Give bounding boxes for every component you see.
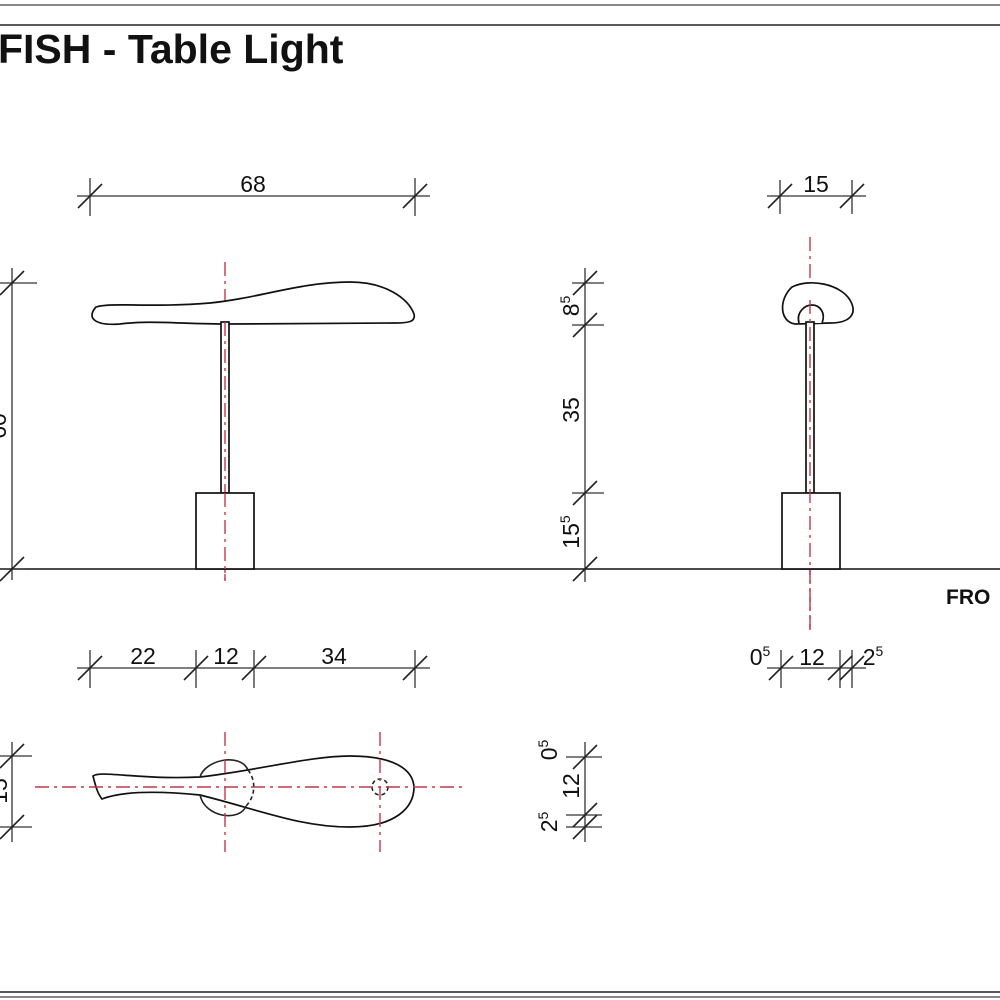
dim-label: 22 bbox=[130, 643, 156, 669]
plan-base-circle-lower bbox=[199, 794, 247, 817]
front-shade bbox=[91, 281, 416, 326]
dim-label: 05 bbox=[750, 643, 771, 670]
dim-label: 15 bbox=[0, 778, 12, 804]
drawing-title: FISH - Table Light bbox=[0, 26, 344, 72]
dim-side-bottom: 05 12 25 bbox=[750, 643, 884, 688]
dim-label: 12 bbox=[213, 643, 239, 669]
dim-front-width: 68 bbox=[77, 171, 430, 216]
dim-label: 68 bbox=[240, 171, 266, 197]
dim-label: 12 bbox=[558, 773, 584, 799]
plan-base-circle-hidden bbox=[245, 769, 255, 807]
side-view: 15 85 35 155 05 12 25 bbox=[557, 171, 884, 688]
dim-side-width: 15 bbox=[767, 171, 866, 214]
dim-label: 34 bbox=[321, 643, 347, 669]
front-view: 68 60 22 12 34 bbox=[0, 171, 430, 688]
dim-label: 60 bbox=[0, 413, 11, 439]
side-base bbox=[781, 492, 841, 570]
dim-side-heights: 85 35 155 bbox=[557, 268, 604, 582]
dim-plan-width: 15 bbox=[0, 742, 32, 842]
dim-label: 85 bbox=[557, 296, 584, 317]
plan-view: 15 05 12 25 bbox=[0, 732, 602, 852]
dim-label: 155 bbox=[557, 515, 584, 549]
dim-label: 35 bbox=[558, 397, 584, 423]
dim-front-height: 60 bbox=[0, 268, 37, 582]
dim-label: 05 bbox=[535, 740, 562, 761]
dim-label: 25 bbox=[535, 812, 562, 833]
dim-plan-side: 05 12 25 bbox=[535, 740, 602, 842]
plan-base-circle bbox=[199, 759, 249, 778]
dim-label: 25 bbox=[863, 643, 884, 670]
side-shade-inner bbox=[797, 304, 825, 324]
dim-label: 15 bbox=[803, 171, 829, 197]
frame bbox=[0, 4, 1000, 998]
dim-label: 12 bbox=[799, 644, 825, 670]
view-label-front: FRO bbox=[946, 586, 990, 609]
dim-front-bottom: 22 12 34 bbox=[77, 643, 430, 688]
